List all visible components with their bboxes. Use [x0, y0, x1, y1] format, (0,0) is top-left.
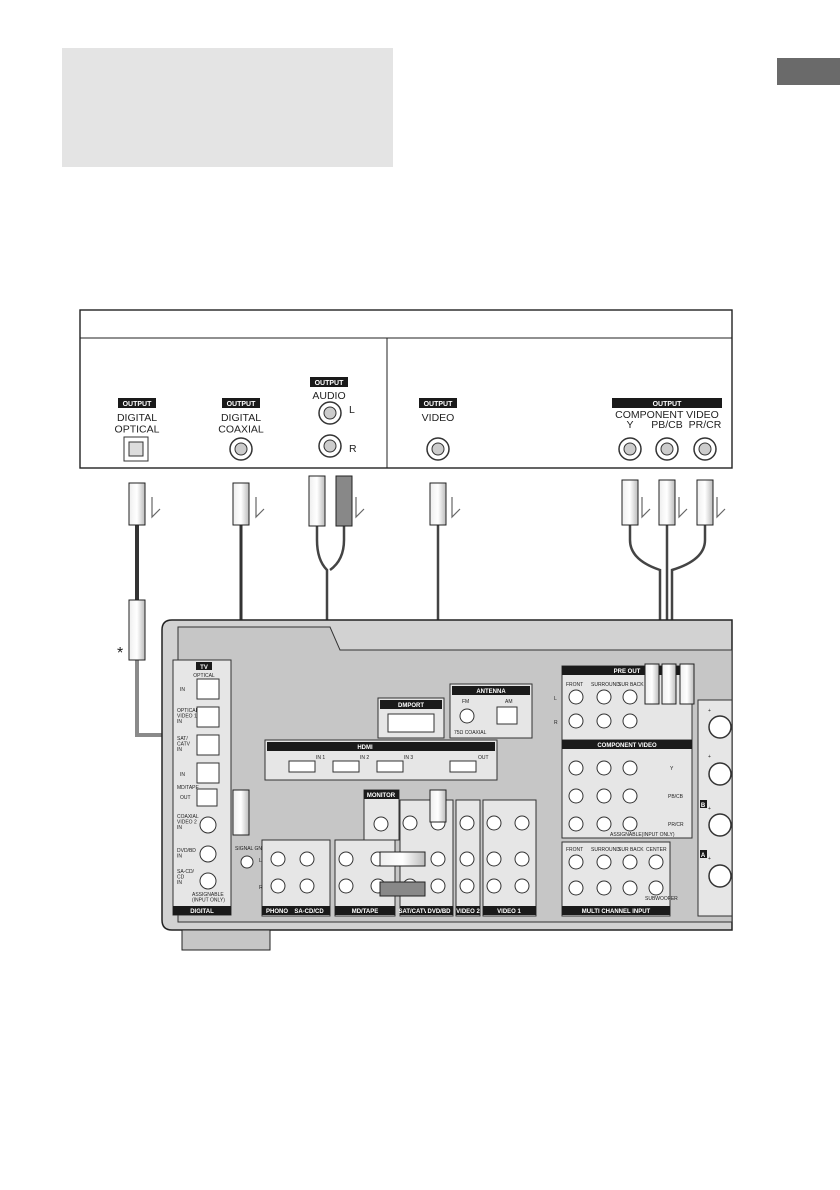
svg-text:ASSIGNABLE(INPUT ONLY): ASSIGNABLE(INPUT ONLY)	[610, 832, 675, 838]
svg-text:IN 3: IN 3	[404, 755, 413, 761]
svg-text:R: R	[554, 720, 558, 726]
source-plugs	[128, 475, 726, 661]
svg-text:SA-CD/CD: SA-CD/CD	[294, 909, 324, 915]
svg-text:Y: Y	[670, 766, 674, 772]
svg-text:IN 2: IN 2	[360, 755, 369, 761]
svg-text:PR/CR: PR/CR	[668, 822, 684, 828]
svg-text:DMPORT: DMPORT	[398, 703, 424, 709]
title-placeholder-box	[62, 48, 393, 167]
svg-text:L: L	[259, 858, 262, 864]
svg-text:+: +	[708, 806, 711, 812]
svg-text:MULTI CHANNEL INPUT: MULTI CHANNEL INPUT	[582, 909, 651, 915]
svg-text:DVD/BD: DVD/BD	[427, 909, 451, 915]
svg-text:+: +	[708, 708, 711, 714]
svg-text:R: R	[259, 885, 263, 891]
svg-text:FM: FM	[462, 699, 469, 705]
video-label: VIDEO	[422, 412, 455, 424]
audio-r-label: R	[349, 443, 357, 455]
component-video-label: COMPONENT VIDEO	[615, 409, 719, 421]
svg-text:OUTPUT: OUTPUT	[227, 401, 257, 408]
right-jack-block: PRE OUT FRONT SURROUND SUR BACK L R COMP…	[554, 665, 733, 917]
svg-text:VIDEO 1: VIDEO 1	[497, 909, 521, 915]
output-tag: OUTPUT	[123, 401, 153, 408]
svg-text:MONITOR: MONITOR	[367, 793, 396, 799]
audio-l-label: L	[349, 404, 355, 416]
component-y-label: Y	[626, 419, 633, 431]
svg-text:75Ω COAXIAL: 75Ω COAXIAL	[454, 730, 487, 736]
svg-text:SAT/CATV: SAT/CATV	[398, 909, 427, 915]
svg-text:MD/TAPE: MD/TAPE	[352, 909, 379, 915]
svg-text:VIDEO 2: VIDEO 2	[456, 909, 480, 915]
svg-text:L: L	[554, 696, 557, 702]
svg-text:SUR BACK: SUR BACK	[618, 847, 644, 853]
svg-text:CENTER: CENTER	[646, 847, 667, 853]
svg-text:AM: AM	[505, 699, 513, 705]
footnote-marker: *	[117, 645, 123, 662]
svg-text:ASSIGNABLE(INPUT ONLY): ASSIGNABLE(INPUT ONLY)	[192, 892, 225, 904]
svg-text:OUTPUT: OUTPUT	[315, 380, 345, 387]
svg-text:TV: TV	[200, 665, 208, 671]
svg-text:+: +	[708, 754, 711, 760]
component-pr-label: PR/CR	[689, 419, 722, 431]
component-pb-label: PB/CB	[651, 419, 683, 431]
svg-text:OUTPUT: OUTPUT	[424, 401, 454, 408]
audio-output: OUTPUT AUDIO L R	[310, 377, 357, 458]
svg-text:IN: IN	[180, 687, 185, 693]
svg-text:FRONT: FRONT	[566, 682, 583, 688]
svg-text:PRE OUT: PRE OUT	[614, 669, 641, 675]
svg-text:+: +	[708, 856, 711, 862]
video-output: OUTPUT VIDEO	[419, 398, 457, 461]
svg-text:MD/TAPE: MD/TAPE	[177, 785, 200, 791]
svg-text:SUBWOOFER: SUBWOOFER	[645, 896, 678, 902]
svg-text:SURROUND: SURROUND	[591, 847, 620, 853]
svg-text:PB/CB: PB/CB	[668, 794, 684, 800]
svg-text:B: B	[701, 803, 706, 809]
svg-text:IN: IN	[180, 772, 185, 778]
svg-text:OUTPUT: OUTPUT	[653, 401, 683, 408]
svg-text:FRONT: FRONT	[566, 847, 583, 853]
svg-text:PHONO: PHONO	[266, 909, 288, 915]
svg-text:OPTICAL: OPTICAL	[193, 673, 215, 679]
svg-text:HDMI: HDMI	[357, 745, 373, 751]
svg-text:IN 1: IN 1	[316, 755, 325, 761]
svg-text:SURROUND: SURROUND	[591, 682, 620, 688]
svg-text:OUT: OUT	[180, 795, 191, 801]
svg-text:SUR BACK: SUR BACK	[618, 682, 644, 688]
svg-text:ANTENNA: ANTENNA	[476, 689, 506, 695]
component-video-output: OUTPUT COMPONENT VIDEO Y PB/CB PR/CR	[612, 398, 722, 461]
digital-section-label: DIGITAL	[190, 909, 214, 915]
svg-text:SIGNAL GND: SIGNAL GND	[235, 846, 266, 852]
svg-text:A: A	[701, 853, 706, 859]
audio-label: AUDIO	[312, 390, 345, 402]
svg-text:COMPONENT VIDEO: COMPONENT VIDEO	[597, 743, 657, 749]
svg-text:OUT: OUT	[478, 755, 489, 761]
section-tab-marker	[777, 58, 840, 85]
